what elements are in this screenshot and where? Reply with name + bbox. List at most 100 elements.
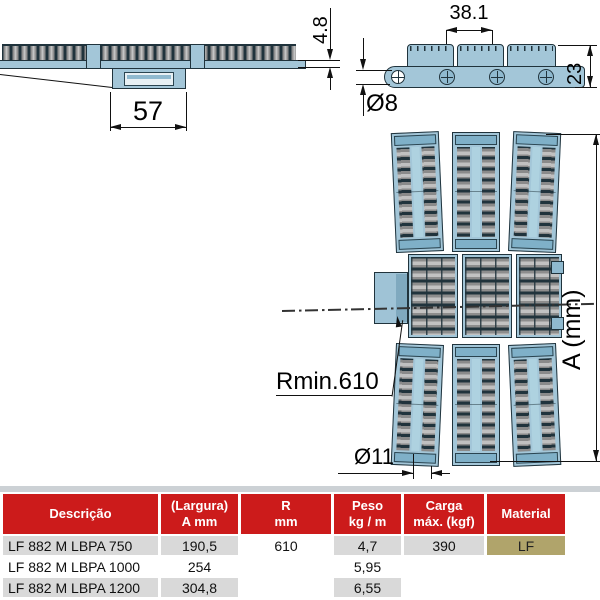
dimension-arrow-icon bbox=[586, 76, 593, 87]
extension-line bbox=[356, 70, 392, 71]
header-line: (Largura) bbox=[170, 498, 229, 514]
module-end-bar bbox=[511, 238, 554, 250]
pin bbox=[439, 69, 455, 85]
col-header-largura: (Largura) A mm bbox=[161, 494, 238, 534]
dimension-line bbox=[446, 30, 492, 31]
col-header-r: R mm bbox=[241, 494, 331, 534]
side-tab bbox=[551, 261, 564, 274]
dimension-line bbox=[590, 45, 591, 87]
cell-peso: 5,95 bbox=[334, 557, 401, 576]
pin bbox=[538, 69, 554, 85]
spec-table: Descrição (Largura) A mm R mm Peso kg / … bbox=[3, 494, 565, 597]
dimension-arrow-icon bbox=[592, 134, 599, 145]
cell-descricao: LF 882 M LBPA 750 bbox=[3, 536, 158, 555]
roller-row bbox=[2, 44, 296, 61]
dimension-line bbox=[363, 95, 364, 116]
dimension-arrow-icon bbox=[481, 26, 492, 33]
plate-post bbox=[190, 44, 205, 69]
module-end-bar bbox=[398, 346, 441, 358]
module-end-bar bbox=[515, 451, 559, 464]
link-base-strip bbox=[384, 66, 585, 88]
dimension-arrow-icon bbox=[110, 123, 121, 130]
header-line: kg / m bbox=[348, 514, 387, 529]
header-line: Descrição bbox=[49, 506, 112, 522]
dimension-line bbox=[363, 38, 364, 59]
col-header-peso: Peso kg / m bbox=[334, 494, 401, 534]
header-line: máx. (kgf) bbox=[413, 514, 475, 529]
dimension-arrow-icon bbox=[359, 59, 366, 70]
leader-underline bbox=[276, 395, 392, 396]
extension-line bbox=[490, 461, 600, 462]
end-pin-hole bbox=[391, 70, 405, 84]
dimension-line bbox=[330, 8, 331, 49]
cell-descricao: LF 882 M LBPA 1200 bbox=[3, 578, 158, 597]
dimension-line bbox=[330, 78, 331, 90]
dimension-arrow-icon bbox=[592, 450, 599, 461]
dimension-arrow-icon bbox=[586, 45, 593, 56]
dim-label-38-1: 38.1 bbox=[449, 2, 489, 24]
dimension-arrow-icon bbox=[402, 469, 413, 476]
link-block bbox=[407, 44, 454, 67]
extension-line bbox=[446, 30, 447, 44]
dimension-line bbox=[596, 134, 597, 461]
roller-column bbox=[457, 147, 470, 237]
module-end-bar bbox=[393, 451, 437, 464]
extension-line bbox=[492, 30, 493, 44]
cell-peso: 4,7 bbox=[334, 536, 401, 555]
module-end-bar bbox=[455, 239, 497, 249]
extension-line bbox=[575, 87, 597, 88]
dimension-line bbox=[338, 473, 413, 474]
dim-label-min-radius: Rmin.610 bbox=[276, 368, 379, 395]
extension-line bbox=[356, 84, 390, 85]
link-block bbox=[507, 44, 556, 67]
cell-descricao: LF 882 M LBPA 1000 bbox=[3, 557, 158, 576]
cell-peso: 6,55 bbox=[334, 578, 401, 597]
dim-label-4-8: 4.8 bbox=[310, 16, 332, 44]
dim-label-23: 23 bbox=[564, 62, 586, 85]
col-header-material: Material bbox=[487, 494, 565, 534]
header-line: R bbox=[281, 498, 291, 514]
module-spine bbox=[472, 359, 480, 451]
pin bbox=[489, 69, 505, 85]
side-guide-tab-shade bbox=[396, 274, 407, 322]
module-joint-line bbox=[455, 403, 497, 405]
hinge-band-module bbox=[462, 254, 512, 338]
cell-carga-merged: 390 bbox=[404, 536, 484, 555]
extension-line bbox=[546, 134, 600, 135]
table-separator-band bbox=[0, 486, 600, 492]
side-tab bbox=[551, 317, 564, 330]
dimension-line bbox=[110, 127, 186, 128]
roller-column bbox=[482, 147, 495, 237]
extension-line bbox=[186, 92, 187, 131]
dimension-arrow-icon bbox=[326, 49, 333, 60]
module-spine bbox=[472, 147, 480, 237]
module-end-bar bbox=[455, 135, 497, 145]
belt-module-column bbox=[508, 131, 562, 254]
dim-label-57: 57 bbox=[132, 96, 164, 126]
header-line: mm bbox=[274, 514, 298, 529]
extension-line bbox=[298, 60, 340, 61]
belt-module-column bbox=[390, 342, 444, 467]
module-end-bar bbox=[398, 238, 441, 250]
dimension-arrow-icon bbox=[326, 67, 333, 78]
header-line: Carga bbox=[425, 498, 463, 514]
roller-column bbox=[482, 359, 495, 451]
hinge-rollers bbox=[411, 257, 455, 335]
hinge-rollers bbox=[465, 257, 509, 335]
module-end-bar bbox=[455, 347, 497, 357]
extension-line bbox=[413, 454, 414, 479]
belt-module-column bbox=[452, 344, 500, 466]
module-end-bar bbox=[511, 346, 554, 358]
dimension-arrow-icon bbox=[359, 84, 366, 95]
extension-line bbox=[558, 45, 597, 46]
header-line: Material bbox=[501, 506, 551, 522]
col-header-descricao: Descrição bbox=[3, 494, 158, 534]
header-line: Peso bbox=[351, 498, 384, 514]
dimension-arrow-icon bbox=[446, 26, 457, 33]
header-line: A mm bbox=[181, 514, 218, 529]
module-end-bar bbox=[393, 134, 437, 147]
belt-module-column bbox=[508, 342, 562, 467]
extension-line bbox=[110, 92, 111, 131]
dimension-arrow-icon bbox=[431, 469, 442, 476]
